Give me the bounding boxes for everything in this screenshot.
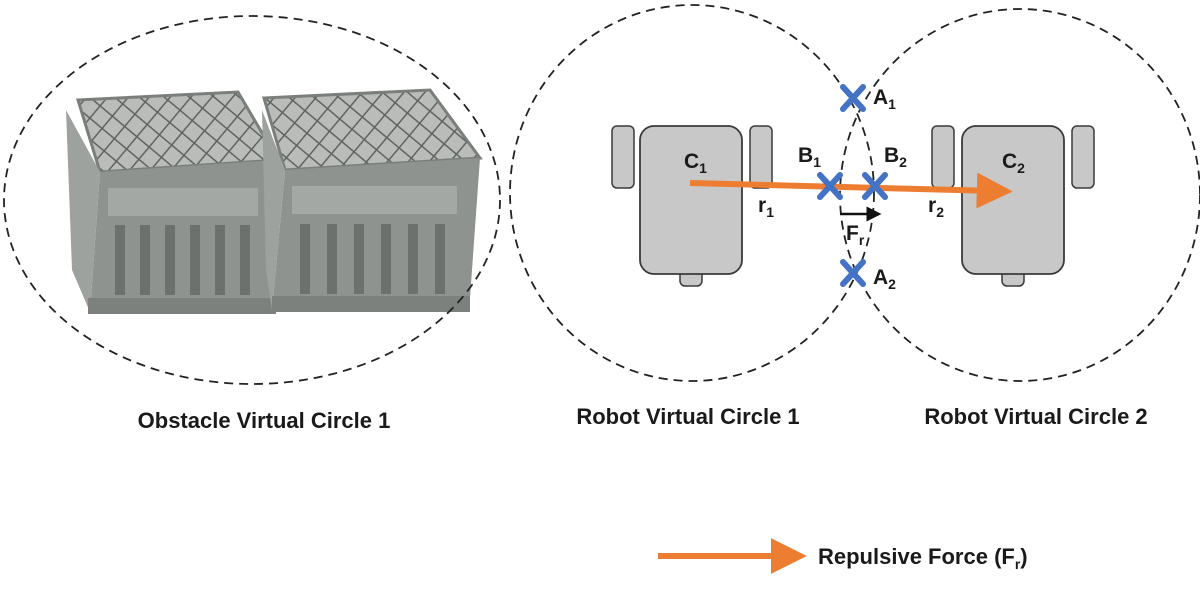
robot-2-right-wheel [1071, 125, 1095, 189]
label-r1: r1 [758, 194, 774, 220]
label-r2: r2 [928, 194, 944, 220]
b2-x-icon [862, 172, 888, 200]
label-a2: A2 [873, 266, 896, 292]
intersection-marks [817, 84, 888, 287]
robot-2-body [961, 125, 1065, 275]
robot-2 [931, 125, 1095, 287]
label-b2: B2 [884, 144, 907, 170]
label-fr: Fr [846, 222, 865, 248]
crate-right [262, 88, 483, 312]
robot-virtual-circle-1 [509, 4, 875, 382]
caption-obstacle-virtual-circle-1: Obstacle Virtual Circle 1 [138, 408, 391, 433]
robot-1-right-wheel [749, 125, 773, 189]
b1-x-icon [817, 172, 843, 200]
a1-x-icon [840, 84, 866, 112]
repulsive-force-line [689, 172, 1013, 209]
label-c2: C2 [1002, 150, 1025, 176]
legend: Repulsive Force (Fr) [658, 538, 1028, 574]
robot-1-body [639, 125, 743, 275]
obstacle-crates-image [66, 88, 483, 314]
obstacle-virtual-circle-1 [3, 15, 501, 385]
robot-2-left-wheel [931, 125, 955, 189]
legend-label: Repulsive Force (Fr) [818, 544, 1028, 572]
caption-robot-virtual-circle-2: Robot Virtual Circle 2 [924, 404, 1147, 429]
a2-x-icon [840, 259, 866, 287]
label-c1: C1 [684, 150, 707, 176]
label-a1: A1 [873, 86, 896, 112]
caption-robot-virtual-circle-1: Robot Virtual Circle 1 [576, 404, 799, 429]
robot-1 [611, 125, 773, 287]
crate-left [66, 90, 281, 314]
robot-1-left-wheel [611, 125, 635, 189]
label-b1: B1 [798, 144, 821, 170]
